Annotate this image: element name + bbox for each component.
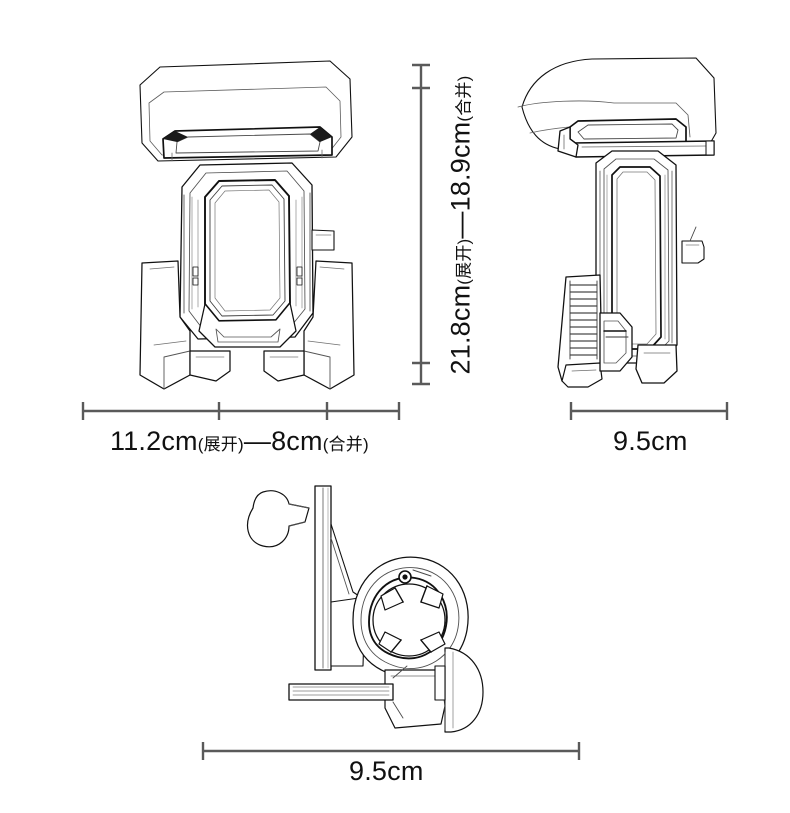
front-view-drawing [139, 60, 355, 390]
front-height-expanded-note: (展开) [454, 238, 474, 285]
front-width-folded-value: 8cm [271, 426, 323, 456]
side-view-drawing [517, 57, 717, 388]
front-height-folded-value: 18.9cm [445, 121, 476, 212]
front-height-dimension-line [412, 63, 430, 386]
bottom-width-value: 9.5cm [349, 756, 424, 786]
front-width-expanded-value: 11.2cm [110, 426, 198, 456]
bottom-view-drawing [246, 485, 484, 733]
front-width-expanded-note: (展开) [197, 435, 244, 454]
front-width-separator: — [243, 426, 272, 456]
side-width-dimension-line [569, 402, 729, 420]
bottom-view [245, 480, 495, 735]
bottom-width-dimension-line [201, 742, 581, 760]
front-height-label: 21.8cm(展开)—18.9cm(合并) [445, 60, 476, 390]
side-view [500, 45, 740, 395]
front-height-folded-note: (合并) [454, 75, 474, 122]
side-width-label: 9.5cm [613, 428, 688, 455]
bottom-width-label: 9.5cm [349, 758, 424, 785]
front-width-label: 11.2cm(展开)—8cm(合并) [110, 428, 369, 455]
front-width-dimension-line [81, 402, 401, 420]
side-width-value: 9.5cm [613, 426, 688, 456]
front-height-expanded-value: 21.8cm [445, 284, 476, 375]
front-height-separator: — [445, 211, 476, 239]
front-width-folded-note: (合并) [322, 435, 369, 454]
front-view [120, 45, 380, 395]
